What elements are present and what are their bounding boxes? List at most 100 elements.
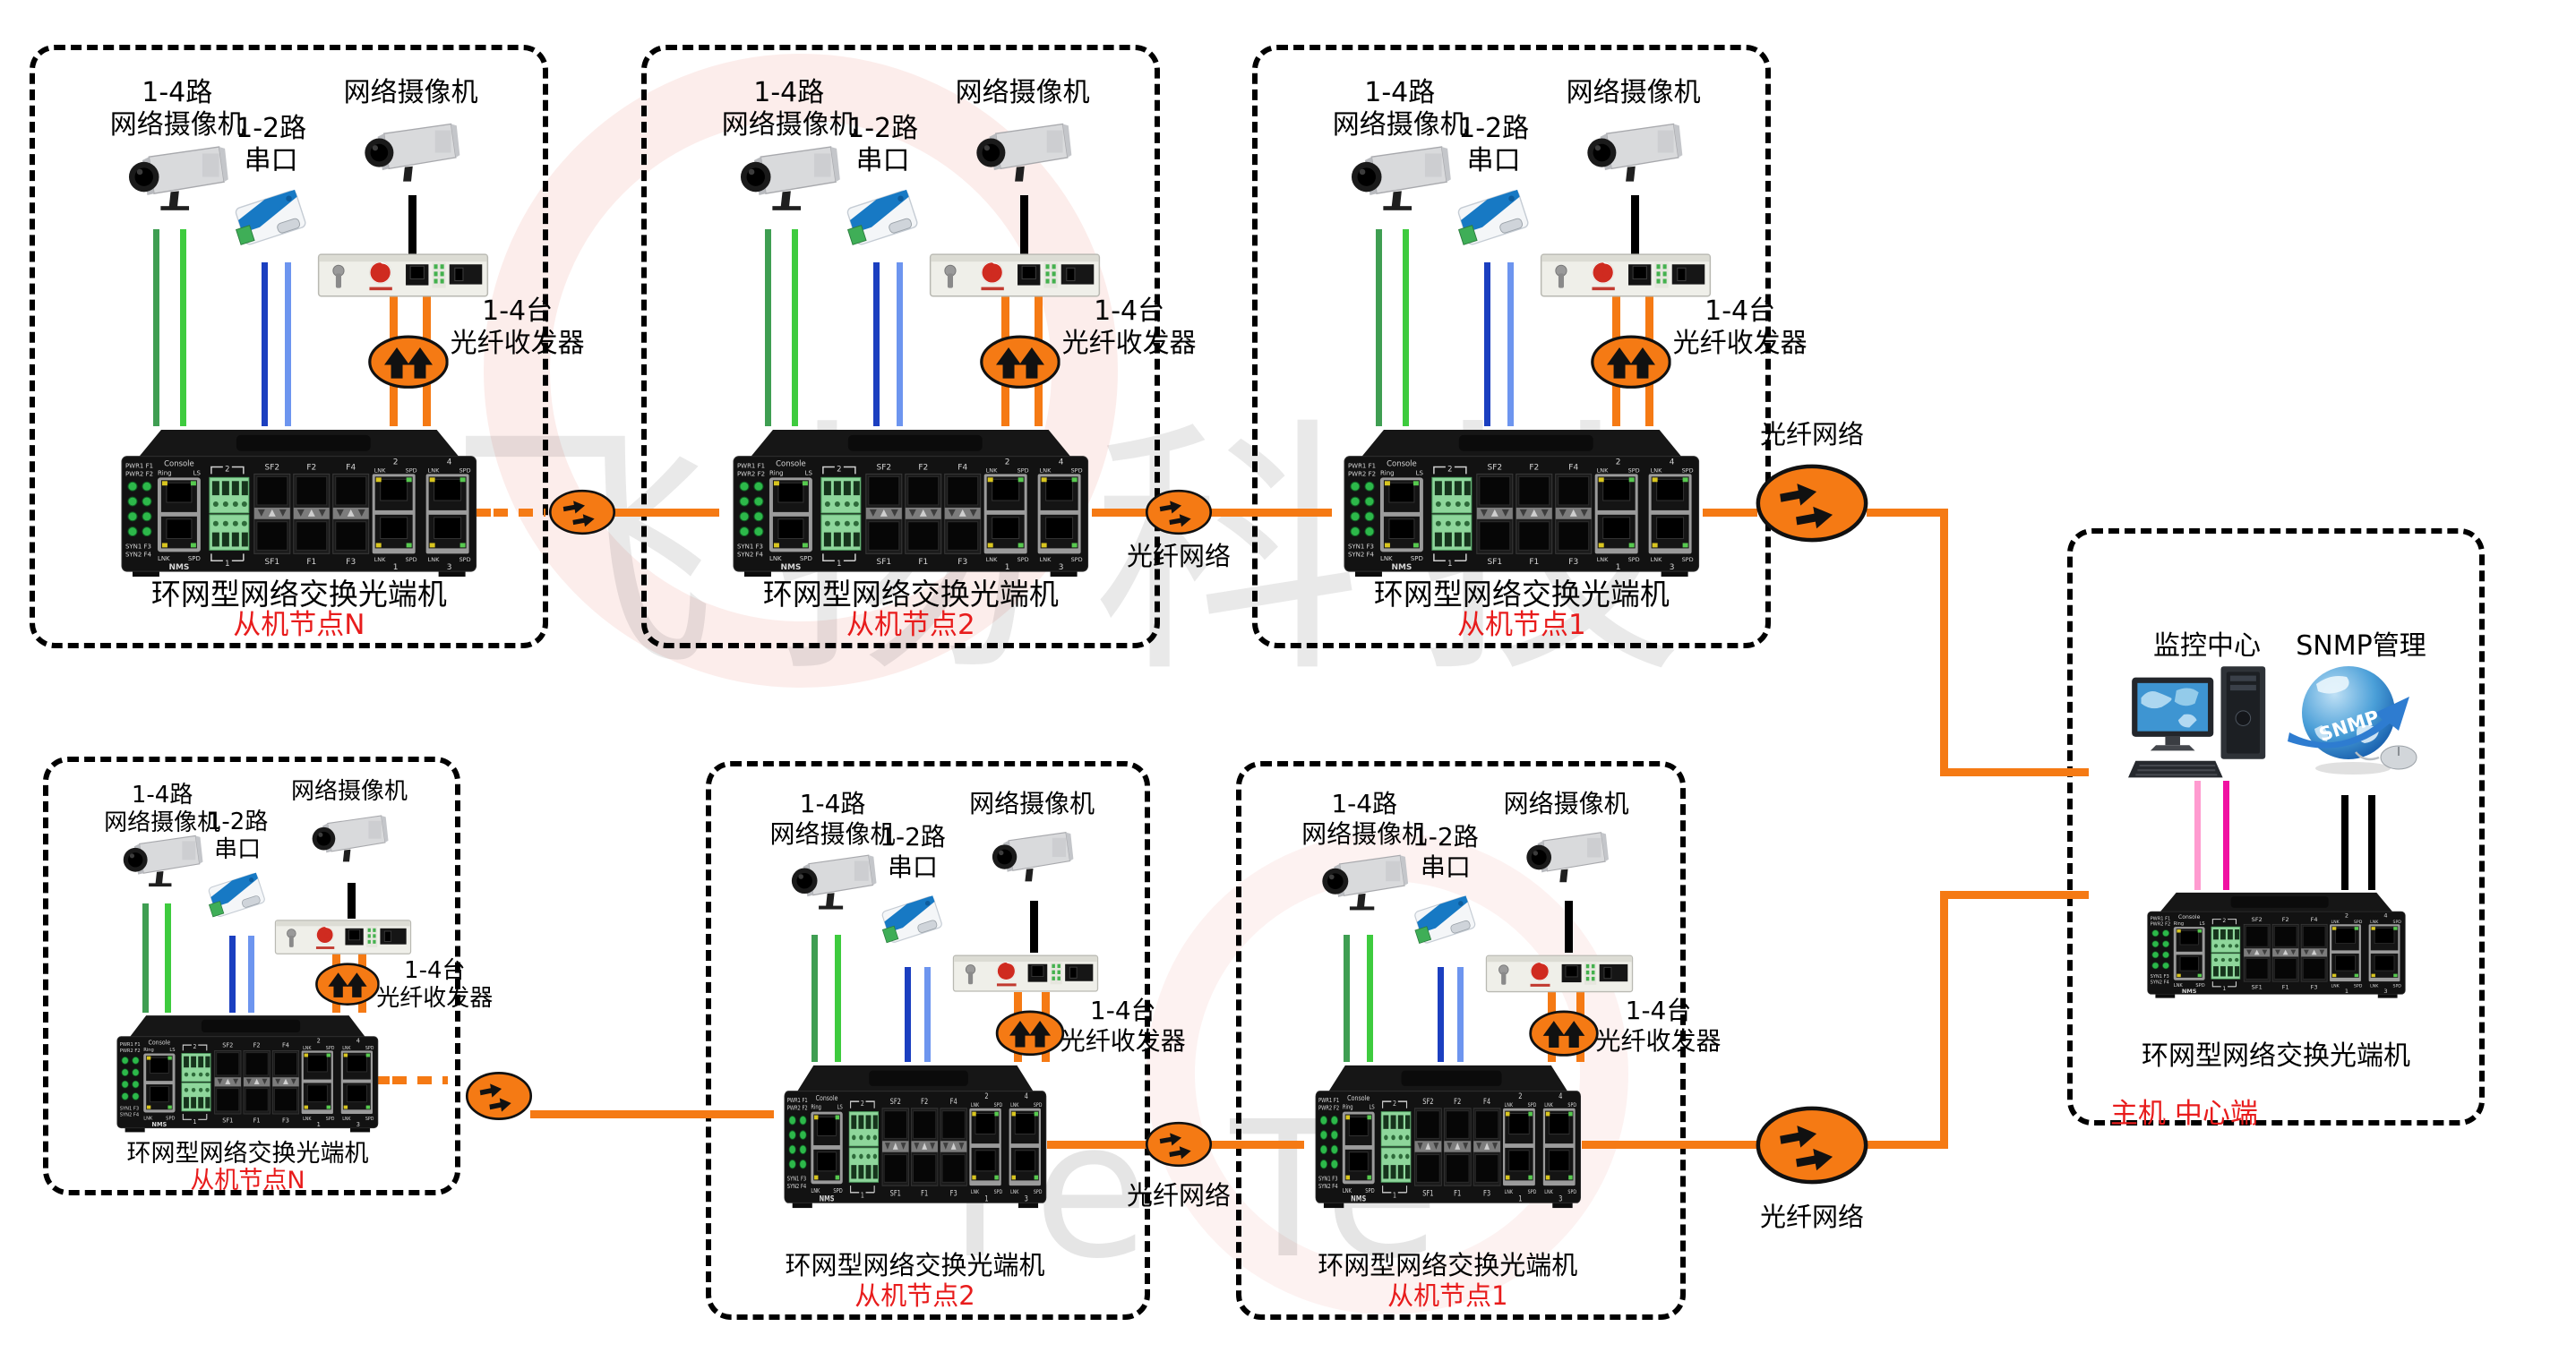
camera-group-label-line1: 1-4路: [799, 789, 866, 818]
svg-text:SPD: SPD: [2354, 984, 2363, 989]
svg-text:LS: LS: [1416, 469, 1424, 476]
serial-cable-dark-blue: [261, 262, 268, 426]
svg-text:1: 1: [1518, 1194, 1522, 1203]
uplink-arrows-icon: [995, 1010, 1064, 1057]
camera-group-label-line2: 网络摄像机: [1332, 109, 1467, 141]
fiber-media-converter-icon: [952, 954, 1099, 992]
svg-text:NMS: NMS: [152, 1121, 167, 1128]
svg-text:LS: LS: [1369, 1104, 1374, 1111]
ring-switch-device: PWR1 F1 PWR2 F2 SYN1 F3 SYN2 F4 Console …: [111, 426, 487, 578]
switch-title: 环网型网络交换光端机: [2142, 1040, 2410, 1072]
svg-text:SYN2 F4: SYN2 F4: [125, 551, 152, 558]
svg-text:LNK: LNK: [342, 1117, 351, 1122]
transceiver-label-line1: 1-4台: [404, 957, 466, 984]
ring-switch-device: PWR1 F1 PWR2 F2 SYN1 F3 SYN2 F4 Console …: [777, 1062, 1054, 1210]
serial-cable-light-blue: [1457, 967, 1464, 1062]
serial-label-line1: 1-2路: [206, 809, 269, 835]
ip-camera-icon: [740, 146, 840, 210]
svg-text:3: 3: [356, 1121, 360, 1128]
svg-text:LNK: LNK: [986, 556, 998, 563]
svg-text:SPD: SPD: [1411, 555, 1423, 562]
svg-text:LNK: LNK: [2331, 920, 2340, 925]
svg-text:PWR1 F1: PWR1 F1: [1318, 1098, 1338, 1105]
svg-text:F4: F4: [346, 463, 356, 472]
fiber-link-icon: [465, 1071, 533, 1121]
svg-text:F2: F2: [1529, 463, 1539, 472]
ethernet-cable-black: [1030, 901, 1039, 953]
uplink-arrows-icon: [979, 335, 1060, 389]
fiber-ring-segment: [375, 1076, 390, 1084]
camera-group-label: 1-4路 网络摄像机: [770, 789, 896, 849]
svg-text:NMS: NMS: [2182, 988, 2197, 995]
ring-switch-device: PWR1 F1 PWR2 F2 SYN1 F3 SYN2 F4 Console …: [1308, 1062, 1589, 1210]
svg-text:F3: F3: [346, 558, 356, 567]
svg-text:PWR2 F2: PWR2 F2: [1318, 1105, 1338, 1112]
svg-text:LNK: LNK: [811, 1187, 820, 1194]
snmp-label: SNMP管理: [2296, 630, 2426, 662]
svg-text:F2: F2: [2282, 916, 2289, 923]
svg-text:2: 2: [193, 1043, 197, 1050]
switch-title: 环网型网络交换光端机: [762, 577, 1059, 612]
serial-label-line1: 1-2路: [1458, 113, 1530, 144]
svg-text:Console: Console: [164, 459, 194, 468]
svg-text:2: 2: [225, 464, 229, 473]
camera-group-label-line2: 网络摄像机: [721, 109, 856, 141]
serial-cable-dark-blue: [229, 936, 236, 1013]
svg-text:LNK: LNK: [158, 555, 170, 562]
node-label: 从机节点N: [190, 1167, 305, 1194]
ip-camera-icon: [975, 123, 1071, 182]
svg-text:F1: F1: [253, 1117, 261, 1124]
camera-group-label: 1-4路 网络摄像机: [104, 782, 220, 837]
svg-text:SYN1 F3: SYN1 F3: [1348, 543, 1374, 550]
camera-group-label-line2: 网络摄像机: [109, 109, 245, 141]
fiber-media-converter-icon: [1486, 954, 1634, 993]
svg-text:2: 2: [1518, 1091, 1522, 1100]
fiber-ring-segment: [1867, 1141, 1948, 1149]
slave-node-box: 1-4路 网络摄像机 1-2路 串口 网络摄像机: [1236, 761, 1722, 1320]
fiber-link-arrows-icon: [1756, 1106, 1868, 1185]
svg-text:1: 1: [393, 563, 399, 572]
serial-cable-dark-blue: [872, 262, 880, 426]
svg-text:F3: F3: [1483, 1189, 1490, 1198]
fiber-link-arrows-icon: [465, 1072, 533, 1120]
fiber-link-arrows-icon: [548, 489, 616, 535]
svg-text:SF2: SF2: [1422, 1097, 1433, 1106]
svg-text:LNK: LNK: [986, 467, 998, 474]
serial-label-line2: 串口: [855, 145, 910, 176]
svg-text:SPD: SPD: [1628, 467, 1640, 474]
svg-text:PWR1 F1: PWR1 F1: [120, 1042, 141, 1048]
svg-text:4: 4: [1024, 1091, 1027, 1100]
serial-cable-light-blue: [924, 967, 932, 1062]
svg-text:SPD: SPD: [1527, 1189, 1536, 1195]
industrial-ring-switch-icon: PWR1 F1 PWR2 F2 SYN1 F3 SYN2 F4 Console …: [784, 1065, 1046, 1209]
svg-text:Console: Console: [776, 459, 806, 468]
ring-switch-device: PWR1 F1 PWR2 F2 SYN1 F3 SYN2 F4 Console …: [109, 1013, 386, 1134]
svg-text:F2: F2: [921, 1097, 928, 1106]
fiber-media-converter-icon: [1540, 253, 1712, 297]
svg-text:SYN2 F4: SYN2 F4: [786, 1183, 806, 1190]
serial-label-line1: 1-2路: [1412, 822, 1479, 852]
svg-text:F2: F2: [306, 463, 316, 472]
svg-text:SF2: SF2: [889, 1097, 900, 1106]
svg-text:Ring: Ring: [1342, 1104, 1352, 1111]
svg-text:PWR2 F2: PWR2 F2: [125, 470, 153, 477]
switch-title: 环网型网络交换光端机: [150, 577, 447, 612]
serial-cable-dark-blue: [1483, 262, 1490, 426]
svg-text:F3: F3: [949, 1189, 957, 1198]
svg-text:LS: LS: [169, 1048, 176, 1053]
slave-node-box: 1-4路 网络摄像机 1-2路 串口 网络摄像机: [641, 45, 1197, 648]
svg-text:SF1: SF1: [265, 558, 280, 567]
svg-text:3: 3: [1670, 563, 1675, 572]
svg-text:Console: Console: [2178, 914, 2201, 920]
slave-node-box: 1-4路 网络摄像机 1-2路 串口 网络摄像机: [706, 761, 1186, 1320]
svg-text:SF2: SF2: [877, 463, 892, 472]
serial-cable-light-blue: [896, 262, 903, 426]
industrial-ring-switch-icon: PWR1 F1 PWR2 F2 SYN1 F3 SYN2 F4 Console …: [121, 429, 477, 578]
uplink-arrows-icon: [367, 335, 449, 389]
svg-text:1: 1: [1005, 563, 1010, 572]
slave-node-box: 1-4路 网络摄像机 1-2路 串口 网络摄像机: [1252, 45, 1807, 648]
svg-text:F1: F1: [1529, 558, 1539, 567]
transceiver-label-line2: 光纤收发器: [450, 328, 585, 359]
svg-text:LS: LS: [193, 469, 202, 476]
monitoring-pc-icon: [2128, 666, 2266, 778]
